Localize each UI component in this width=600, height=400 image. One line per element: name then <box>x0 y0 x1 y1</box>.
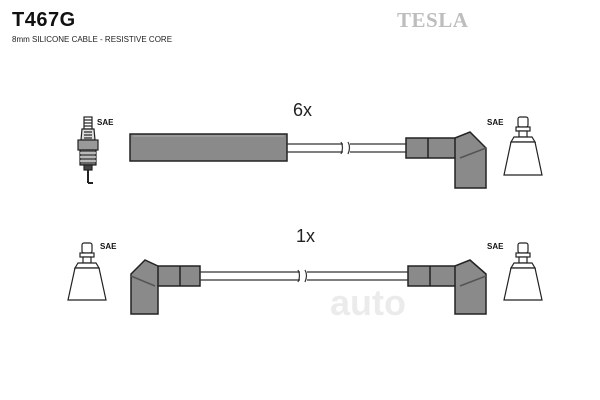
angled-boot-left <box>130 259 201 315</box>
sae-label-bottom-left: SAE <box>100 242 117 251</box>
sae-label-top-left: SAE <box>97 118 114 127</box>
coil-terminal-icon <box>67 242 107 301</box>
part-code: T467G <box>12 9 76 31</box>
wire-bottom <box>200 269 408 283</box>
sae-label-top-right: SAE <box>487 118 504 127</box>
angled-boot-right <box>407 259 487 315</box>
cable-description: 8mm SILICONE CABLE - RESISTIVE CORE <box>12 35 173 44</box>
sae-label-bottom-right: SAE <box>487 242 504 251</box>
coil-terminal-icon <box>503 116 543 176</box>
angled-boot-right <box>405 131 487 189</box>
spark-plug-icon <box>77 116 99 184</box>
watermark-logo: auto <box>330 282 406 323</box>
wire-top <box>287 141 406 155</box>
cable-quantity-top: 6x <box>293 100 313 120</box>
coil-terminal-icon <box>503 242 543 301</box>
cable-quantity-bottom: 1x <box>296 226 316 246</box>
straight-boot-left <box>129 133 288 162</box>
brand-logo: TESLA <box>397 8 469 32</box>
